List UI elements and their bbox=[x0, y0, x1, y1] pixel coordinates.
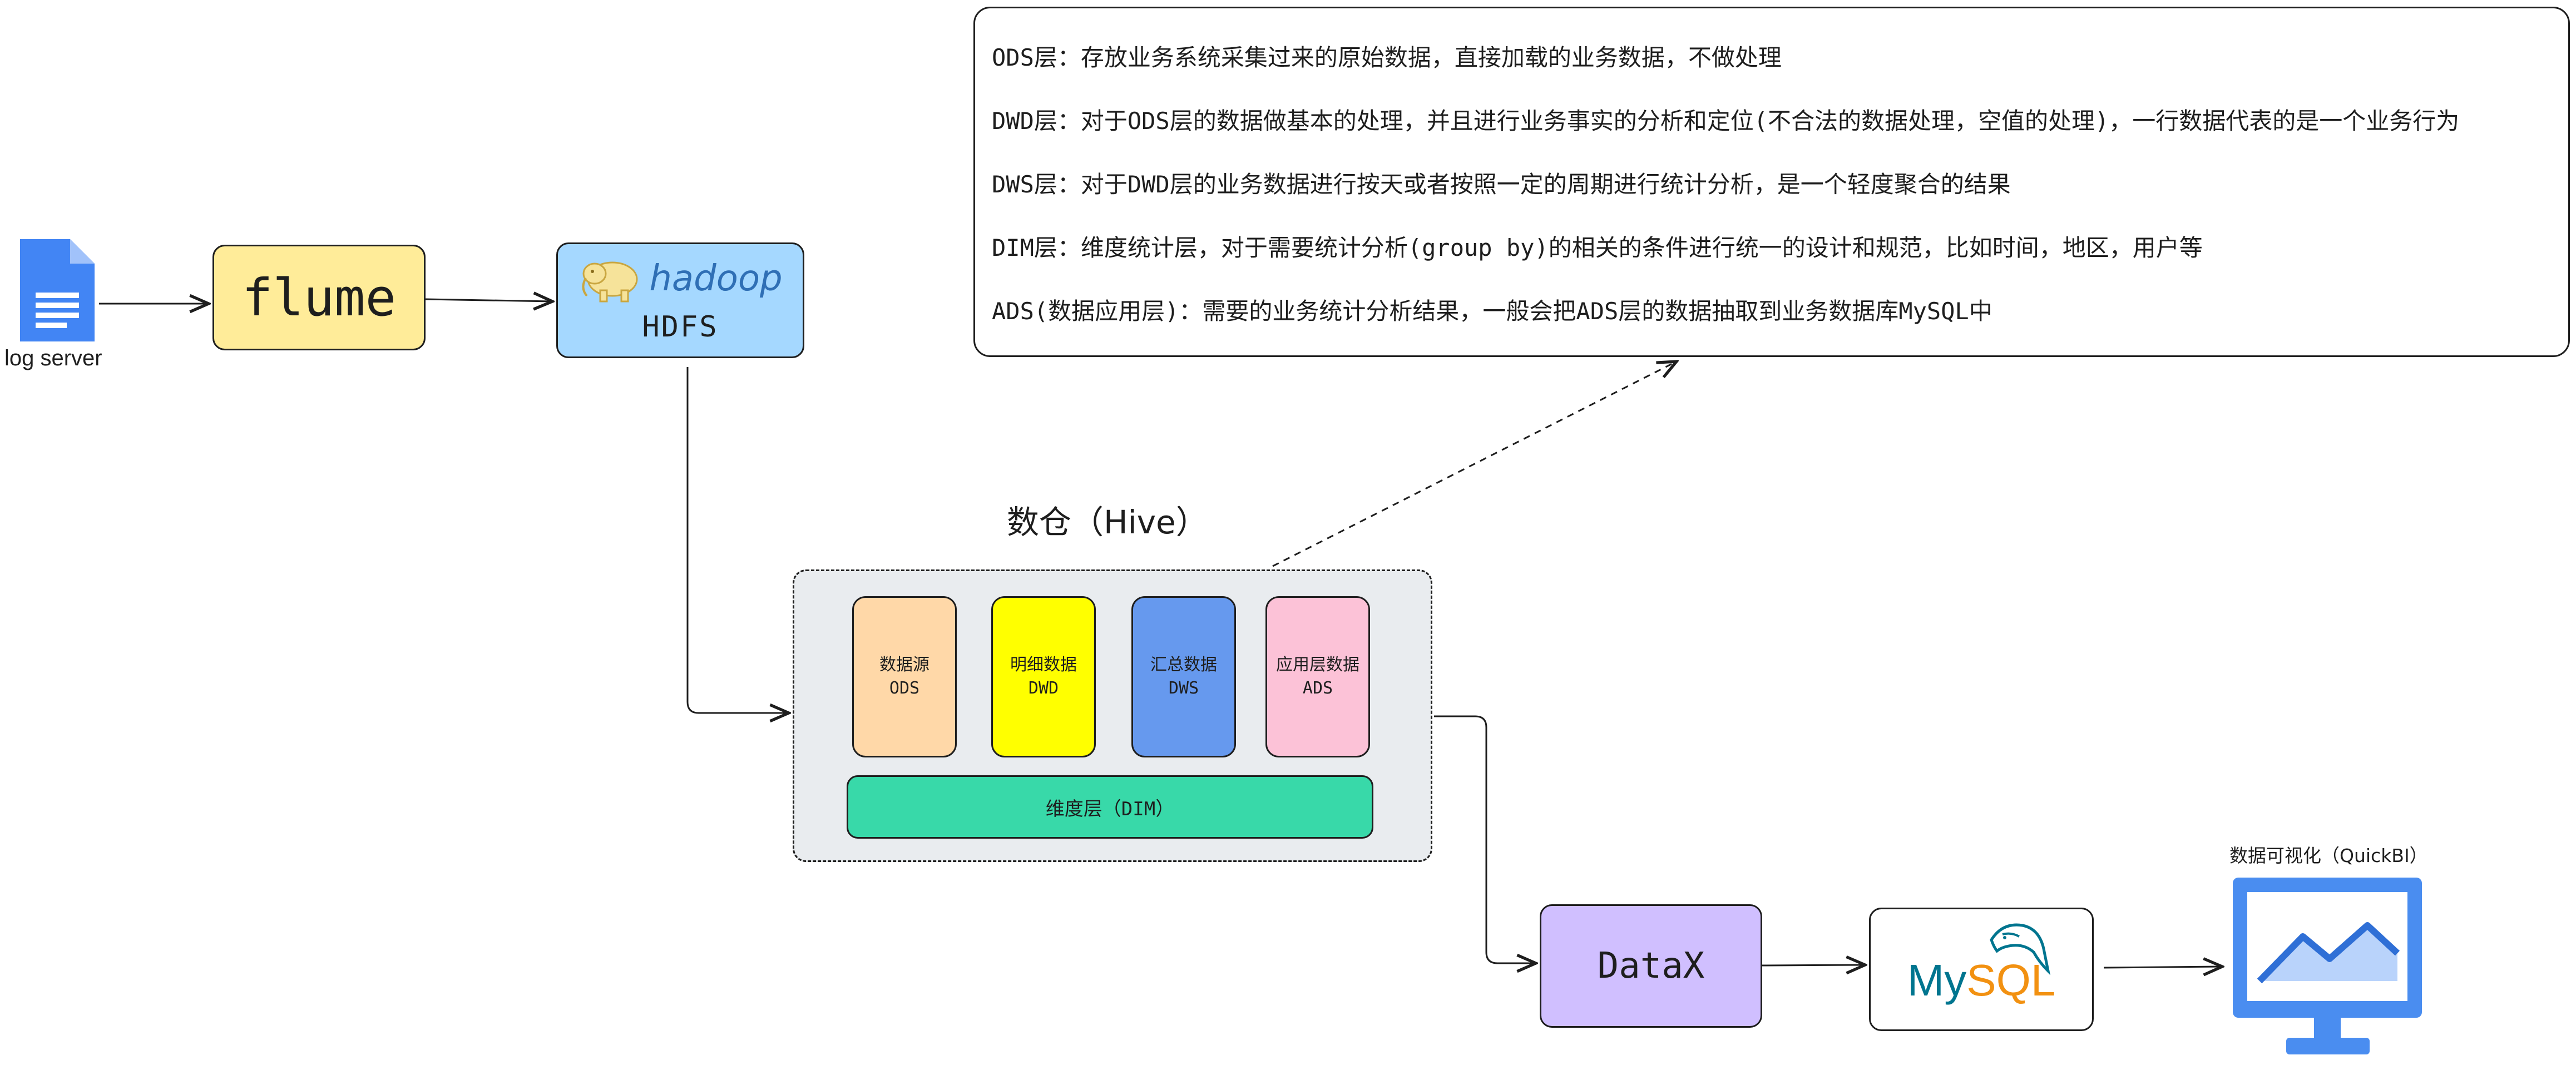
datax-node[interactable]: DataX bbox=[1540, 904, 1762, 1028]
layer-notes-box: ODS层：存放业务系统采集过来的原始数据，直接加载的业务数据，不做处理 DWD层… bbox=[973, 7, 2570, 357]
monitor-chart-icon bbox=[2233, 878, 2422, 1054]
layer-dwd-name: 明细数据 bbox=[1010, 655, 1077, 675]
layer-dws[interactable]: 汇总数据 DWS bbox=[1131, 596, 1236, 757]
layer-ads-name: 应用层数据 bbox=[1276, 655, 1359, 675]
log-server-label: log server bbox=[4, 346, 102, 370]
arrow-flume-to-hdfs bbox=[425, 299, 552, 301]
note-ads: ADS(数据应用层)：需要的业务统计分析结果，一般会把ADS层的数据抽取到业务数… bbox=[992, 298, 1992, 325]
arrow-hdfs-to-hive bbox=[686, 367, 789, 713]
layer-ads-code: ADS bbox=[1302, 678, 1333, 698]
hadoop-elephant-icon bbox=[582, 261, 638, 303]
layer-ods[interactable]: 数据源 ODS bbox=[852, 596, 957, 757]
layer-dwd[interactable]: 明细数据 DWD bbox=[991, 596, 1096, 757]
dashed-hive-to-notes bbox=[1272, 361, 1677, 567]
datax-label: DataX bbox=[1597, 945, 1705, 987]
note-ods: ODS层：存放业务系统采集过来的原始数据，直接加载的业务数据，不做处理 bbox=[992, 44, 1782, 71]
hadoop-logo-text: hadoop bbox=[649, 258, 783, 299]
layer-dws-code: DWS bbox=[1168, 678, 1199, 698]
flume-node[interactable]: flume bbox=[212, 245, 426, 350]
note-dws: DWS层：对于DWD层的业务数据进行按天或者按照一定的周期进行统计分析，是一个轻… bbox=[992, 171, 2011, 198]
note-dwd: DWD层：对于ODS层的数据做基本的处理，并且进行业务事实的分析和定位(不合法的… bbox=[992, 107, 2460, 135]
layer-dwd-code: DWD bbox=[1028, 678, 1059, 698]
layer-ods-name: 数据源 bbox=[879, 655, 929, 675]
flume-label: flume bbox=[242, 268, 396, 328]
mysql-logo: MySQL bbox=[1907, 955, 2056, 1006]
mysql-dolphin-icon bbox=[1990, 923, 2051, 975]
layer-dws-name: 汇总数据 bbox=[1150, 655, 1217, 675]
layer-ads[interactable]: 应用层数据 ADS bbox=[1265, 596, 1370, 757]
mysql-node[interactable]: MySQL bbox=[1869, 908, 2094, 1031]
warehouse-title: 数仓（Hive） bbox=[1007, 503, 1208, 541]
layer-dim-label: 维度层（DIM） bbox=[1045, 797, 1175, 820]
arrow-hive-to-datax bbox=[1434, 715, 1536, 963]
document-icon bbox=[20, 239, 95, 341]
note-dim: DIM层：维度统计层，对于需要统计分析(group by)的相关的条件进行统一的… bbox=[992, 234, 2203, 261]
hdfs-node[interactable]: hadoop HDFS bbox=[556, 242, 804, 358]
mysql-logo-my: My bbox=[1907, 955, 1967, 1005]
layer-ods-code: ODS bbox=[889, 678, 920, 698]
hdfs-label: HDFS bbox=[642, 310, 719, 344]
hadoop-logo: hadoop bbox=[578, 254, 783, 304]
visualization-label: 数据可视化（QuickBI） bbox=[2229, 845, 2428, 866]
arrow-mysql-to-viz bbox=[2103, 967, 2222, 968]
layer-dim[interactable]: 维度层（DIM） bbox=[847, 775, 1373, 839]
